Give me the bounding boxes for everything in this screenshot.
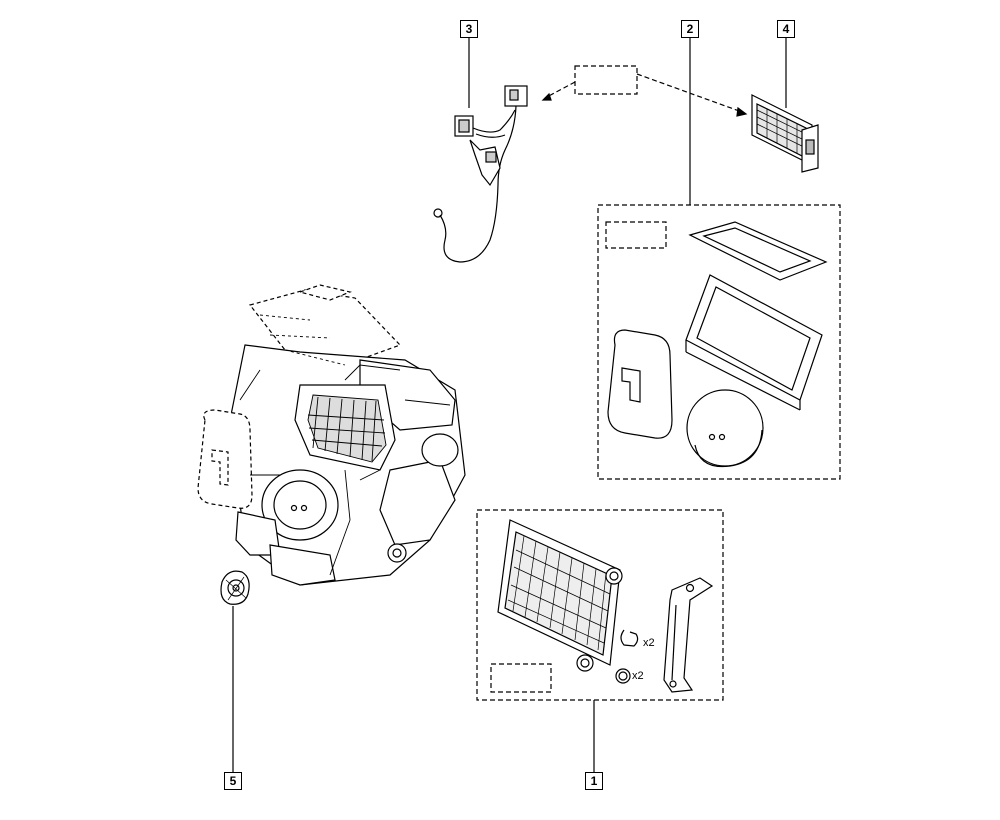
kit-1-dashed-box: [476, 509, 724, 701]
kit-2-dashed-box: [597, 204, 841, 480]
callout-1: 1: [585, 772, 603, 790]
o-ring-icon: [615, 668, 631, 684]
reference-box-3: [574, 65, 638, 95]
quantity-label-clip: x2: [643, 637, 655, 649]
wiring-harness-icon: [433, 36, 528, 263]
quantity-label-o-ring: x2: [632, 670, 644, 682]
reference-box-2: [605, 221, 667, 249]
callout-2: 2: [681, 20, 699, 38]
arrow-to-resistor: [636, 73, 743, 113]
filter-seal-kit-icon: [607, 221, 828, 468]
resistor-icon: [751, 94, 819, 173]
callout-3: 3: [460, 20, 478, 38]
callout-5: 5: [224, 772, 242, 790]
evaporator-icon: [497, 519, 623, 672]
clip-icon: [620, 629, 639, 647]
expansion-valve-bracket-icon: [663, 577, 714, 693]
hvac-unit-icon: [197, 284, 466, 586]
reference-box-1: [490, 663, 552, 693]
callout-4: 4: [777, 20, 795, 38]
actuator-icon: [220, 570, 250, 605]
